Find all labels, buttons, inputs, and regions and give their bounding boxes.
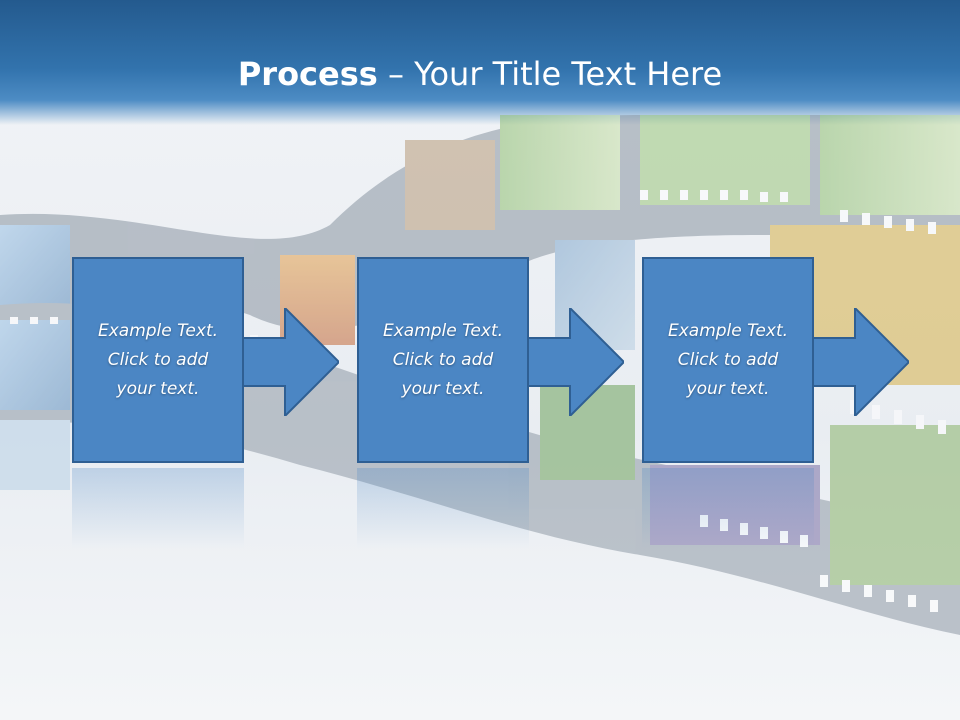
process-step-3[interactable]: Example Text. Click to add your text. — [642, 257, 814, 463]
arrow-right-icon — [241, 308, 339, 416]
title-banner — [0, 0, 960, 125]
step-text: Example Text. Click to add your text. — [97, 320, 219, 399]
process-step-2[interactable]: Example Text. Click to add your text. — [357, 257, 529, 463]
step-text: Example Text. Click to add your text. — [382, 320, 504, 399]
title-bold: Process — [237, 55, 378, 93]
arrow-right-icon — [526, 308, 624, 416]
title-rest: – Your Title Text Here — [377, 55, 723, 93]
step-1-reflection — [72, 468, 244, 548]
step-2-reflection — [357, 468, 529, 548]
step-text: Example Text. Click to add your text. — [667, 320, 789, 399]
process-step-1[interactable]: Example Text. Click to add your text. — [72, 257, 244, 463]
step-3-reflection — [642, 468, 814, 548]
arrow-right-icon — [811, 308, 909, 416]
slide-title[interactable]: Process – Your Title Text Here — [0, 54, 960, 94]
